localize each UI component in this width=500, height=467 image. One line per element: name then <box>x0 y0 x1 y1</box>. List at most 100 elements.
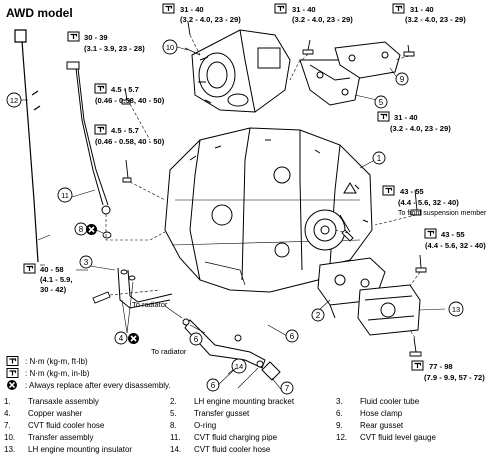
parts-list-item: 7. CVT fluid cooler hose <box>2 421 168 430</box>
svg-text:To radiator: To radiator <box>132 300 168 309</box>
torque-spec-t11: 77 - 98 (7.9 - 9.9, 57 - 72) <box>411 360 485 382</box>
svg-text:10: 10 <box>166 43 174 52</box>
svg-text:9: 9 <box>400 75 405 84</box>
caution-triangle-icon <box>343 182 357 194</box>
torque-wrench-icon <box>6 368 19 378</box>
svg-text:5: 5 <box>379 98 384 107</box>
torque-spec-t10: 40 - 58 (4.1 - 5.9, 30 - 42) <box>23 263 73 294</box>
part-number: 11. <box>170 433 181 442</box>
torque-spec-t8: 43 - 55 (4.4 - 5.6, 32 - 40) To front su… <box>382 185 487 217</box>
diagram-title: AWD model <box>6 6 73 20</box>
svg-text:4: 4 <box>119 334 124 343</box>
parts-list-item: 5. Transfer gusset <box>168 409 334 418</box>
torque-wrench-icon <box>6 356 19 366</box>
part-name: Transfer assembly <box>28 433 94 442</box>
parts-list-item: 13. LH engine mounting insulator <box>2 445 168 454</box>
svg-text:13: 13 <box>452 305 460 314</box>
svg-text:6: 6 <box>290 332 295 341</box>
callout-5: 5 <box>374 95 388 109</box>
part-number: 5. <box>170 409 177 418</box>
callout-1: 1 <box>372 151 386 165</box>
parts-list-item: 8.O-ring <box>168 421 334 430</box>
part-name: LH engine mounting bracket <box>194 397 295 406</box>
callout-8: 8 <box>74 222 88 236</box>
callout-numbers: 1 2 3 4 5 6 6 6 7 8 9 10 11 12 13 14 <box>6 39 464 395</box>
callout-9: 9 <box>395 72 409 86</box>
part-name: Fluid cooler tube <box>360 397 420 406</box>
part-name: Transaxle assembly <box>28 397 99 406</box>
part-name: Copper washer <box>28 409 83 418</box>
fluid-charging-pipe <box>66 61 111 215</box>
part-number: 13. <box>4 445 16 454</box>
svg-text:(0.46 - 0.58, 40 - 50): (0.46 - 0.58, 40 - 50) <box>95 96 165 105</box>
assembly-dashed-lines <box>105 34 421 339</box>
parts-list-item: 12. CVT fluid level gauge <box>334 433 500 442</box>
rear-gusset <box>334 41 401 79</box>
do-not-reuse-icon <box>85 223 98 236</box>
svg-text:43 - 55: 43 - 55 <box>400 187 424 196</box>
callout-10: 10 <box>162 39 178 55</box>
callout-13: 13 <box>448 301 464 317</box>
lh-engine-mounting-insulator <box>357 284 421 336</box>
part-name: CVT fluid cooler hose <box>194 445 271 454</box>
svg-text:4.5 - 5.7: 4.5 - 5.7 <box>111 85 139 94</box>
callout-11: 11 <box>57 187 73 203</box>
part-name: Hose clamp <box>360 409 403 418</box>
svg-text:3: 3 <box>84 258 89 267</box>
part-number: 3. <box>336 397 343 406</box>
callout-6-left: 6 <box>189 332 203 346</box>
svg-text:2: 2 <box>316 311 321 320</box>
callout-12: 12 <box>6 92 22 108</box>
torque-spec-t1: 30 - 39 (3.1 - 3.9, 23 - 28) <box>67 31 145 53</box>
legend-text: : N·m (kg-m, in-lb) <box>25 368 90 378</box>
parts-list-item: 10. Transfer assembly <box>2 433 168 442</box>
part-number: 7. <box>4 421 11 430</box>
svg-text:(4.4 - 5.6, 32 - 40): (4.4 - 5.6, 32 - 40) <box>425 241 486 250</box>
svg-text:(4.4 - 5.6, 32 - 40): (4.4 - 5.6, 32 - 40) <box>398 198 459 207</box>
callout-6-bottom: 6 <box>206 378 220 392</box>
torque-spec-t3: 31 - 40 (3.2 - 4.0, 23 - 29) <box>274 3 353 24</box>
legend-row: : N·m (kg-m, in-lb) <box>6 367 171 379</box>
svg-text:6: 6 <box>194 335 199 344</box>
bolts-and-fasteners <box>92 21 427 368</box>
svg-text:31 - 40: 31 - 40 <box>394 113 418 122</box>
svg-text:To radiator: To radiator <box>151 347 187 356</box>
svg-text:31 - 40: 31 - 40 <box>292 5 316 14</box>
part-name: CVT fluid cooler hose <box>28 421 105 430</box>
parts-list-item: 11. CVT fluid charging pipe <box>168 433 334 442</box>
fluid-cooler-tube <box>117 267 173 309</box>
parts-list-item: 1. Transaxle assembly <box>2 397 168 406</box>
callout-6-right: 6 <box>285 329 299 343</box>
to-radiator-label-upper: To radiator <box>132 300 168 309</box>
part-number: 8. <box>170 421 177 430</box>
part-number: 12. <box>336 433 348 442</box>
callout-2: 2 <box>311 308 325 322</box>
svg-text:6: 6 <box>211 381 216 390</box>
svg-text:(3.1 - 3.9, 23 - 28): (3.1 - 3.9, 23 - 28) <box>84 44 145 53</box>
callout-7: 7 <box>280 381 294 395</box>
parts-list-item: 14.CVT fluid cooler hose <box>168 445 334 454</box>
svg-text:(7.9 - 9.9, 57 - 72): (7.9 - 9.9, 57 - 72) <box>424 373 485 382</box>
svg-text:30 - 39: 30 - 39 <box>84 33 108 42</box>
svg-text:(3.2 - 4.0, 23 - 29): (3.2 - 4.0, 23 - 29) <box>180 15 241 24</box>
svg-text:(0.46 - 0.58, 40 - 50): (0.46 - 0.58, 40 - 50) <box>95 137 165 146</box>
part-name: LH engine mounting insulator <box>28 445 133 454</box>
parts-list-item: 9.Rear gusset <box>334 421 500 430</box>
svg-text:11: 11 <box>61 191 69 200</box>
svg-text:31 - 40: 31 - 40 <box>410 5 434 14</box>
svg-text:7: 7 <box>285 384 290 393</box>
part-name: CVT fluid charging pipe <box>194 433 278 442</box>
to-radiator-label-lower: To radiator <box>151 347 187 356</box>
part-name: Transfer gusset <box>194 409 250 418</box>
parts-list-item: 2. LH engine mounting bracket <box>168 397 334 406</box>
part-number: 2. <box>170 397 177 406</box>
torque-spec-t6: 4.5 - 5.7 (0.46 - 0.58, 40 - 50) <box>94 124 165 146</box>
do-not-reuse-icon <box>7 380 17 390</box>
part-number: 10. <box>4 433 16 442</box>
part-number: 6. <box>336 409 343 418</box>
part-name: CVT fluid level gauge <box>360 433 436 442</box>
svg-text:(3.2 - 4.0, 23 - 29): (3.2 - 4.0, 23 - 29) <box>405 15 466 24</box>
part-number: 1. <box>4 397 11 406</box>
torque-spec-t5: 4.5 - 5.7 (0.46 - 0.58, 40 - 50) <box>94 83 165 105</box>
